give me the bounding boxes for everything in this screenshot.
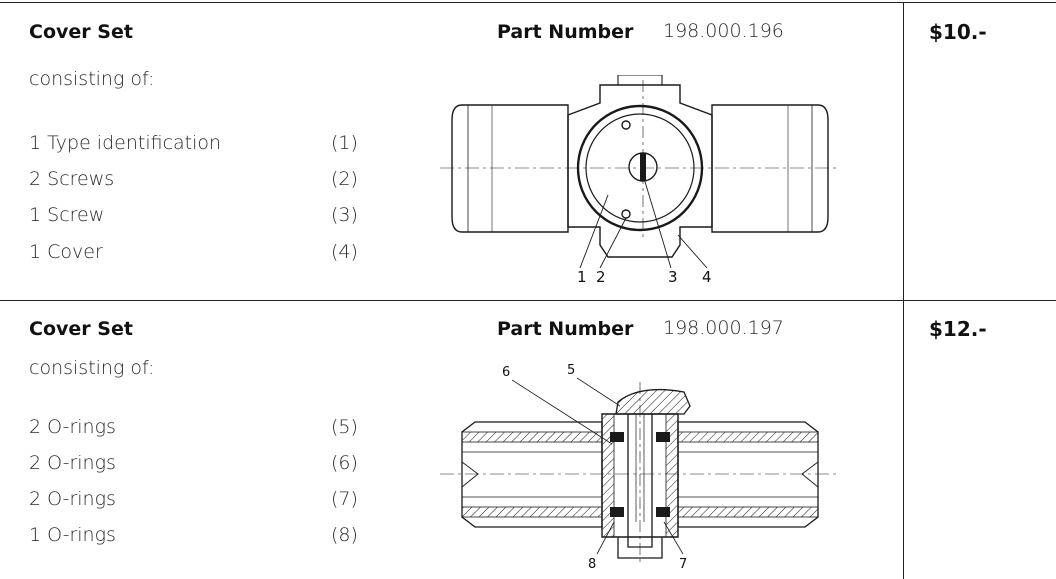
price: $12.- bbox=[929, 317, 987, 341]
part-desc: 2 Screws bbox=[29, 168, 115, 190]
price-column-divider bbox=[903, 2, 904, 579]
valve-cover-drawing: 1 2 3 4 bbox=[440, 75, 840, 286]
part-desc: 2 O-rings bbox=[29, 452, 116, 474]
middle-rule bbox=[0, 300, 1056, 301]
part-desc: 1 Type identification bbox=[29, 132, 222, 154]
set-title: Cover Set bbox=[29, 21, 133, 43]
part-ref: (3) bbox=[331, 204, 358, 226]
part-ref: (5) bbox=[331, 416, 358, 438]
part-ref: (1) bbox=[331, 132, 358, 154]
callout-label: 7 bbox=[679, 557, 687, 572]
callout-label: 4 bbox=[702, 268, 712, 286]
part-ref: (8) bbox=[331, 524, 358, 546]
part-number-label: Part Number bbox=[497, 318, 634, 340]
callout-label: 5 bbox=[567, 363, 575, 378]
part-number-value: 198.000.196 bbox=[663, 20, 784, 42]
callout-label: 1 bbox=[577, 268, 587, 286]
price: $10.- bbox=[929, 20, 987, 44]
valve-section-drawing: 6 5 8 7 bbox=[440, 363, 840, 572]
part-ref: (7) bbox=[331, 488, 358, 510]
part-desc: 1 O-rings bbox=[29, 524, 116, 546]
consisting-label: consisting of: bbox=[29, 357, 155, 379]
part-desc: 1 Cover bbox=[29, 241, 103, 263]
callout-label: 6 bbox=[502, 365, 510, 380]
callout-label: 3 bbox=[668, 268, 678, 286]
set-title: Cover Set bbox=[29, 318, 133, 340]
part-number-value: 198.000.197 bbox=[663, 317, 784, 339]
part-number-label: Part Number bbox=[497, 21, 634, 43]
callout-label: 8 bbox=[588, 557, 596, 572]
part-ref: (6) bbox=[331, 452, 358, 474]
callout-label: 2 bbox=[596, 268, 606, 286]
part-desc: 2 O-rings bbox=[29, 488, 116, 510]
consisting-label: consisting of: bbox=[29, 68, 155, 90]
part-desc: 2 O-rings bbox=[29, 416, 116, 438]
top-rule bbox=[0, 2, 1056, 3]
part-ref: (4) bbox=[331, 241, 358, 263]
part-desc: 1 Screw bbox=[29, 204, 105, 226]
part-ref: (2) bbox=[331, 168, 358, 190]
